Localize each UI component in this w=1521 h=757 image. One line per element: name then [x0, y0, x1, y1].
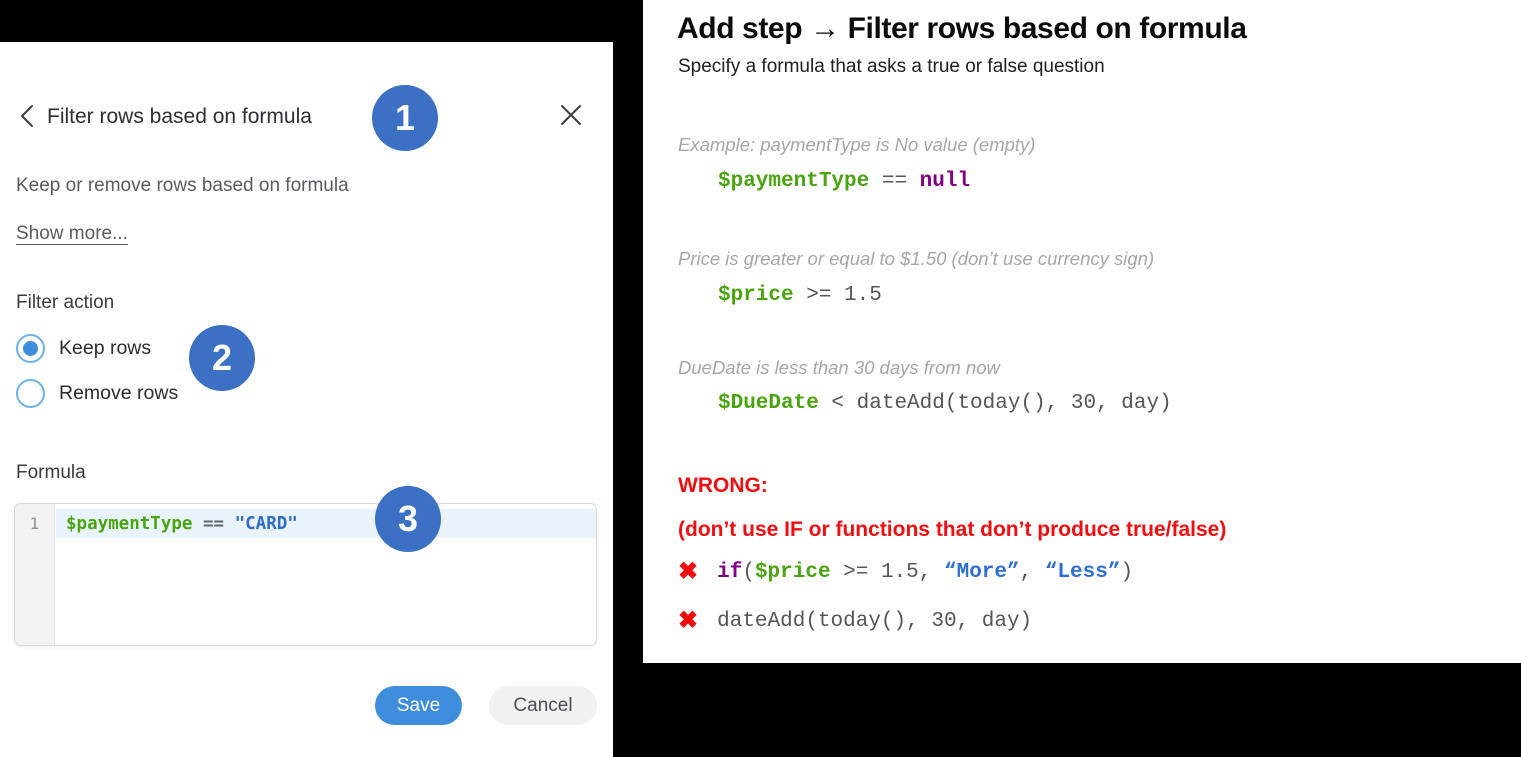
- radio-option-keep-rows[interactable]: Keep rows: [16, 334, 151, 363]
- example-caption: Example: paymentType is No value (empty): [678, 134, 1036, 155]
- chevron-left-icon: [16, 102, 40, 130]
- wrong-note: (don’t use IF or functions that don’t pr…: [678, 518, 1227, 541]
- step-badge-1: 1: [372, 85, 438, 151]
- editor-line-number: 1: [15, 504, 55, 645]
- step-badge-2: 2: [189, 325, 255, 391]
- filter-action-label: Filter action: [16, 292, 115, 313]
- dialog-description: Keep or remove rows based on formula: [16, 175, 349, 196]
- radio-label: Keep rows: [59, 337, 152, 359]
- formula-label: Formula: [16, 462, 86, 483]
- example-code: $DueDate < dateAdd(today(), 30, day): [718, 392, 1172, 415]
- dialog-title: Filter rows based on formula: [47, 105, 312, 128]
- wrong-example-row: ✖ if($price >= 1.5, “More”, “Less”): [678, 560, 1133, 584]
- formula-editor[interactable]: 1 $paymentType == "CARD": [14, 503, 597, 646]
- x-mark-icon: ✖: [678, 558, 699, 585]
- save-button[interactable]: Save: [375, 686, 462, 725]
- example-code: $paymentType == null: [718, 170, 971, 193]
- radio-selected-icon: [16, 334, 45, 363]
- radio-label: Remove rows: [59, 382, 179, 404]
- example-code: $price >= 1.5: [718, 284, 882, 307]
- help-subtitle: Specify a formula that asks a true or fa…: [678, 56, 1105, 77]
- close-icon: [556, 100, 586, 130]
- help-title: Add step → Filter rows based on formula: [677, 12, 1247, 45]
- wrong-example-row: ✖ dateAdd(today(), 30, day): [678, 609, 1032, 633]
- formula-code-line[interactable]: $paymentType == "CARD": [56, 509, 596, 538]
- radio-unselected-icon: [16, 379, 45, 408]
- x-mark-icon: ✖: [678, 607, 699, 634]
- step-badge-3: 3: [375, 486, 441, 552]
- wrong-example-code: dateAdd(today(), 30, day): [717, 609, 1033, 633]
- wrong-heading: WRONG:: [678, 474, 768, 497]
- back-button[interactable]: [16, 102, 40, 130]
- example-caption: DueDate is less than 30 days from now: [678, 357, 1000, 378]
- show-more-link[interactable]: Show more...: [16, 223, 128, 244]
- close-button[interactable]: [556, 100, 586, 130]
- filter-dialog-panel: Filter rows based on formula 1 Keep or r…: [0, 42, 613, 757]
- radio-option-remove-rows[interactable]: Remove rows: [16, 379, 178, 408]
- cancel-button[interactable]: Cancel: [489, 686, 597, 725]
- help-panel: Add step → Filter rows based on formula …: [643, 0, 1521, 663]
- example-caption: Price is greater or equal to $1.50 (don’…: [678, 248, 1155, 269]
- wrong-example-code: if($price >= 1.5, “More”, “Less”): [717, 560, 1134, 584]
